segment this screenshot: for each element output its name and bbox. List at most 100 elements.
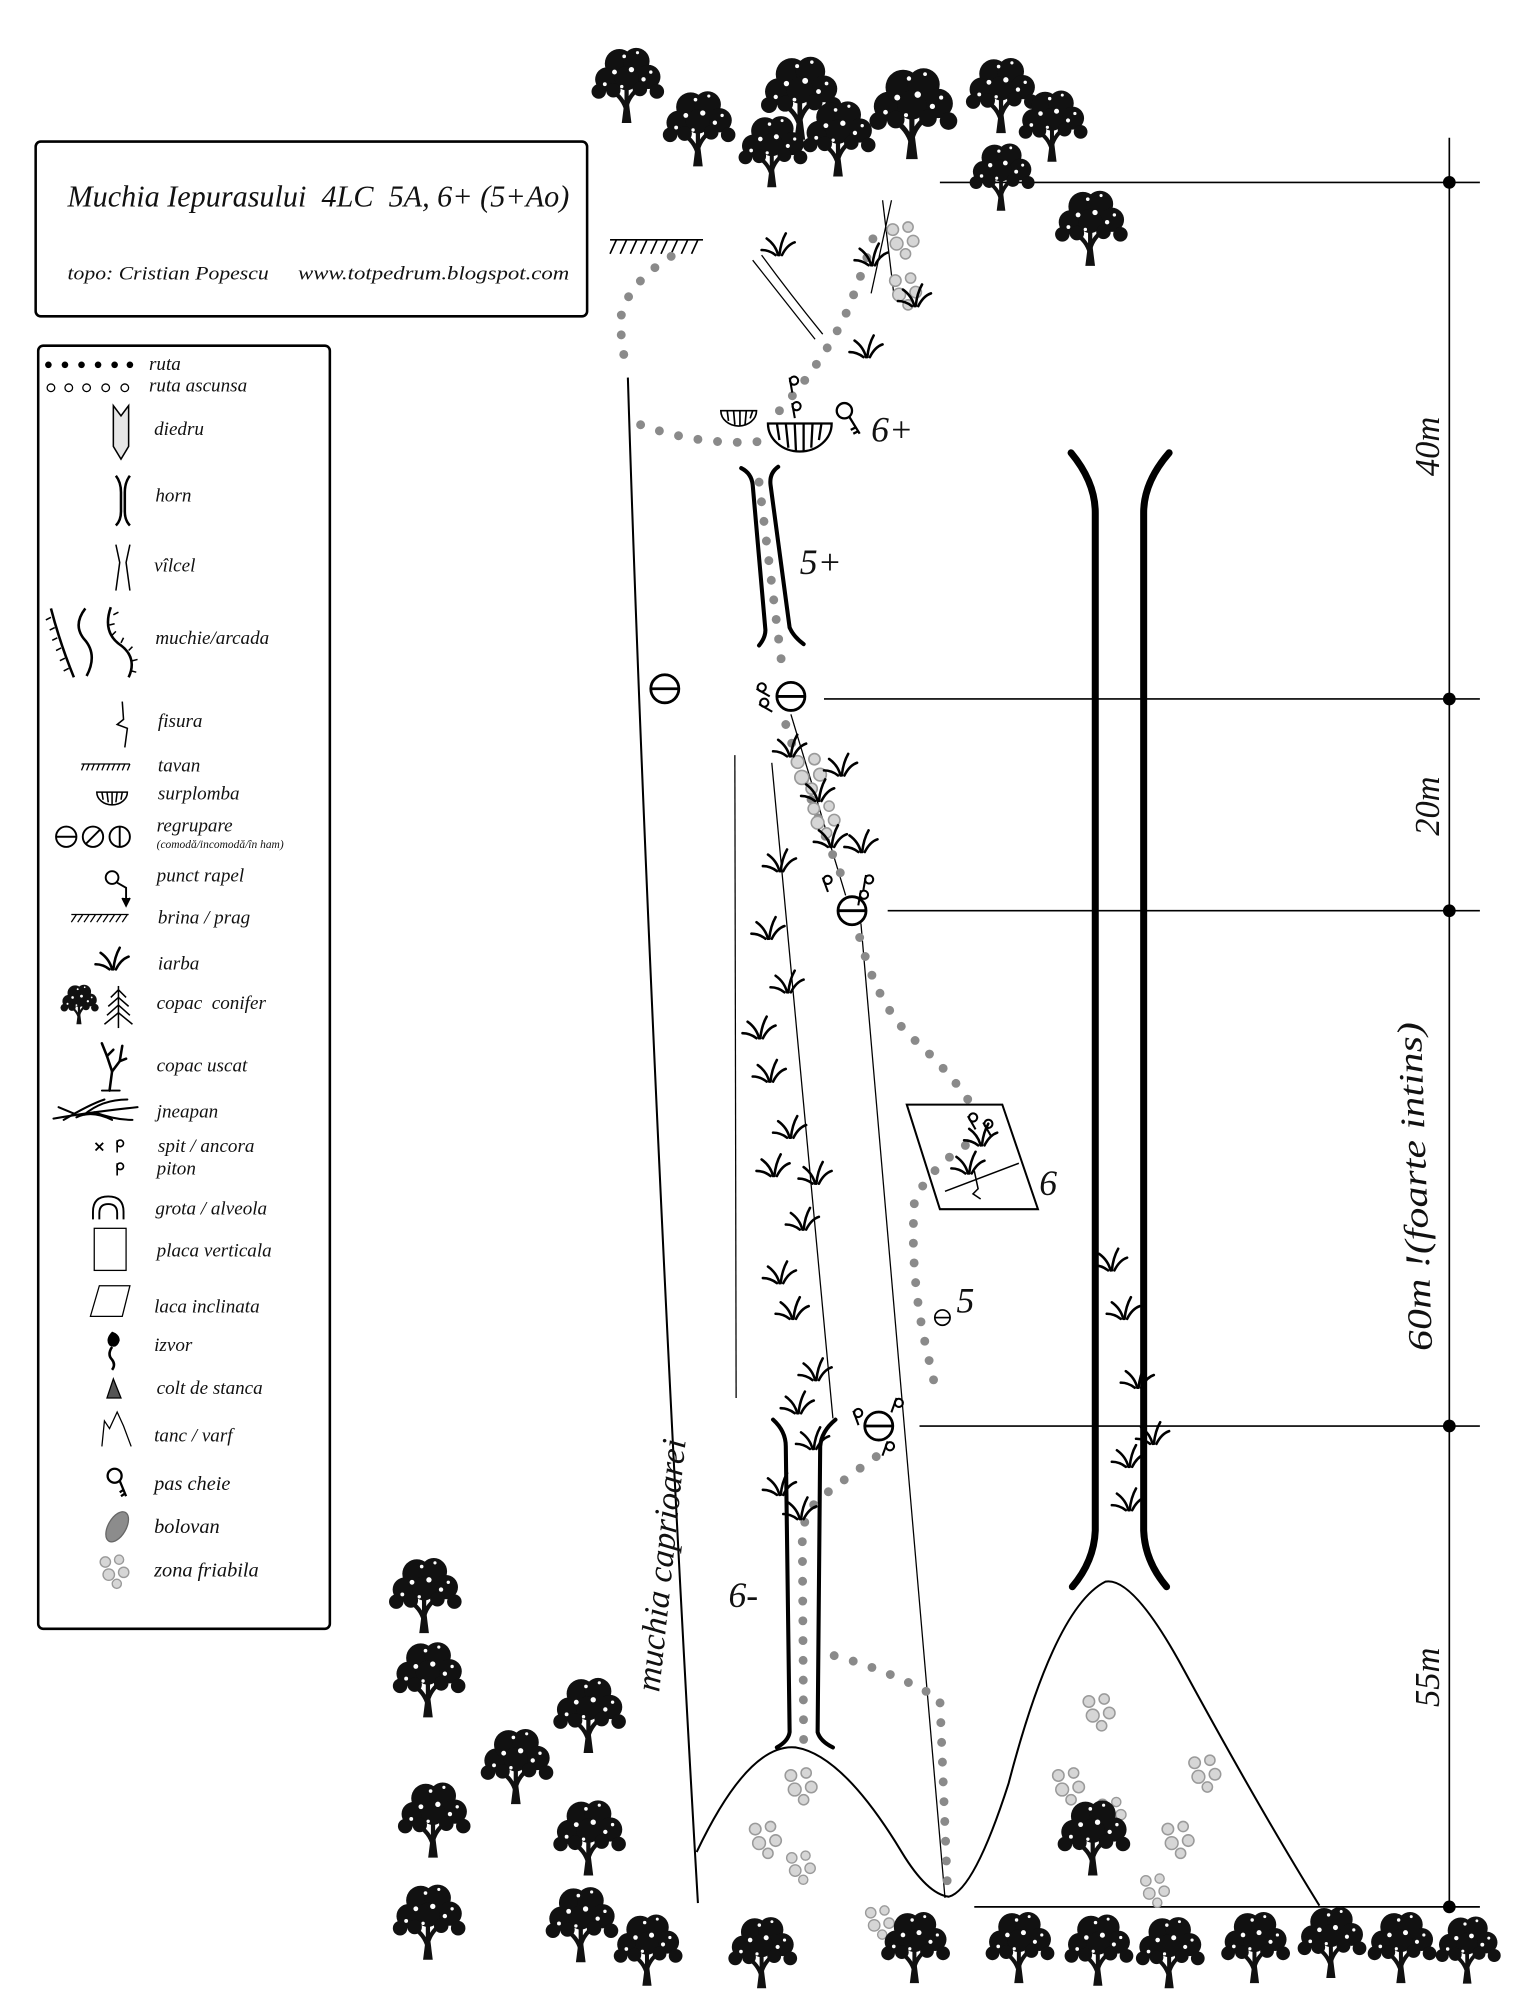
boulder-icon xyxy=(105,1511,130,1543)
route xyxy=(616,227,973,1895)
ridge-line xyxy=(626,377,699,1904)
distance-label-4: 55m xyxy=(1409,1648,1447,1707)
grass-icon xyxy=(1110,1443,1147,1469)
route-segment xyxy=(781,720,851,890)
loose-rock-icon xyxy=(1161,1820,1195,1860)
legend-label-copac-uscat: copac uscat xyxy=(157,1055,248,1076)
piton-icon xyxy=(757,696,778,713)
base-terrain xyxy=(695,1580,1321,1907)
ledge-icon xyxy=(70,913,129,923)
legend-label-diedru: diedru xyxy=(154,419,204,440)
tree-icon xyxy=(398,1783,471,1858)
tree-icon xyxy=(1055,191,1128,266)
tree-icon xyxy=(546,1887,619,1962)
tree-icon xyxy=(869,68,957,159)
pinnacle-icon xyxy=(101,1410,132,1447)
grass-icon xyxy=(1110,1487,1147,1512)
legend-label-izvor: izvor xyxy=(154,1335,193,1356)
belay-small-icon xyxy=(933,1309,951,1327)
grass-icon xyxy=(741,1015,777,1040)
tree-layer xyxy=(389,48,1503,1988)
belay-icon xyxy=(649,673,681,705)
loose-rock-icon xyxy=(784,1767,818,1806)
overhang-icon xyxy=(96,791,129,806)
legend-label-pas-cheie: pas cheie xyxy=(152,1473,230,1495)
piton-icon xyxy=(890,1396,906,1417)
belay-icon xyxy=(836,895,868,927)
legend-label-brina: brina / prag xyxy=(158,907,250,928)
legend-label-placa-inclinata: laca inclinata xyxy=(154,1296,260,1317)
legend-label-ruta: ruta xyxy=(149,354,181,375)
route-segment xyxy=(754,477,787,671)
legend-label-copac-conifer: copac conifer xyxy=(157,993,267,1014)
piton-icon xyxy=(862,873,875,893)
grass-icon xyxy=(779,1390,816,1415)
grass-icon xyxy=(843,829,879,854)
grass-icon xyxy=(950,1150,986,1175)
legend-label-jneapan: jneapan xyxy=(154,1101,219,1122)
cave-icon xyxy=(92,1195,125,1220)
grass-icon xyxy=(1092,1247,1129,1272)
loose-rock-icon xyxy=(748,1820,783,1860)
grade-pitch-4: 5 xyxy=(956,1280,974,1320)
scale-ticks xyxy=(1442,176,1456,1914)
legend-label-piton: piton xyxy=(155,1159,196,1180)
loose-rock-icon xyxy=(785,1850,816,1886)
grass-icon xyxy=(1105,1295,1142,1321)
route-segment xyxy=(829,1651,952,1895)
grass-icon xyxy=(848,334,884,359)
legend-frame xyxy=(36,344,332,1631)
tree-icon xyxy=(1298,1907,1367,1978)
grass-icon xyxy=(1119,1364,1156,1390)
piton-icon xyxy=(821,873,837,894)
route-segment xyxy=(616,251,676,377)
crack-in-slab xyxy=(944,1162,1020,1200)
route-segment xyxy=(855,933,973,1104)
loose-rock-icon xyxy=(1051,1767,1086,1806)
piton-icon xyxy=(881,1439,897,1460)
piton-icon xyxy=(788,374,802,394)
tree-icon xyxy=(803,101,876,176)
tree-icon xyxy=(1368,1912,1437,1983)
grade-pitch-1: 6+ xyxy=(871,409,913,449)
grass-icon xyxy=(853,242,889,267)
overhang-large xyxy=(766,422,833,453)
distance-label-2: 20m xyxy=(1409,776,1447,835)
legend-label-ruta-ascunsa: ruta ascunsa xyxy=(149,376,247,397)
website-link[interactable]: www.totpedrum.blogspot.com xyxy=(298,263,569,284)
inclined-slab-icon xyxy=(89,1285,131,1317)
grass-icon xyxy=(761,1471,798,1497)
crux-key-icon xyxy=(835,401,861,435)
tree-icon xyxy=(592,48,665,123)
topo-author: topo: Cristian Popescu xyxy=(67,263,268,284)
loose-rock-icon xyxy=(1188,1754,1222,1793)
legend-label-iarba: iarba xyxy=(158,953,199,974)
belay-icon xyxy=(863,1410,895,1442)
chimney-icon xyxy=(114,474,131,527)
distance-label-1: 40m xyxy=(1409,417,1447,476)
grade-slab: 6 xyxy=(1039,1163,1057,1203)
piton-icon xyxy=(755,680,775,698)
grass-icon xyxy=(751,1058,788,1083)
loose-rock-icon xyxy=(1082,1693,1116,1732)
rappel-point-icon xyxy=(104,870,131,908)
legend-label-colt-de-stanca: colt de stanca xyxy=(157,1378,263,1399)
belay-uncomfortable-icon xyxy=(81,825,105,848)
overhang-small xyxy=(720,409,758,427)
tree-icon xyxy=(393,1642,466,1717)
grade-pitch-5: 6- xyxy=(728,1575,758,1615)
grass-icon xyxy=(760,232,796,257)
grade-pitch-2: 5+ xyxy=(800,542,842,582)
tree-icon xyxy=(728,1917,797,1988)
rock-spike-icon xyxy=(106,1376,122,1399)
grass-icon xyxy=(769,969,805,994)
ridge-arch-icon xyxy=(45,606,138,678)
dwarf-pine-icon xyxy=(52,1098,139,1121)
legend-label-muchie-arcada: muchie/arcada xyxy=(155,628,269,649)
tree-icon xyxy=(1065,1915,1134,1986)
vertical-slab-icon xyxy=(93,1227,127,1272)
grass-icon xyxy=(822,752,859,777)
legend-label-tavan: tavan xyxy=(158,756,200,777)
grass-icon xyxy=(750,915,786,941)
